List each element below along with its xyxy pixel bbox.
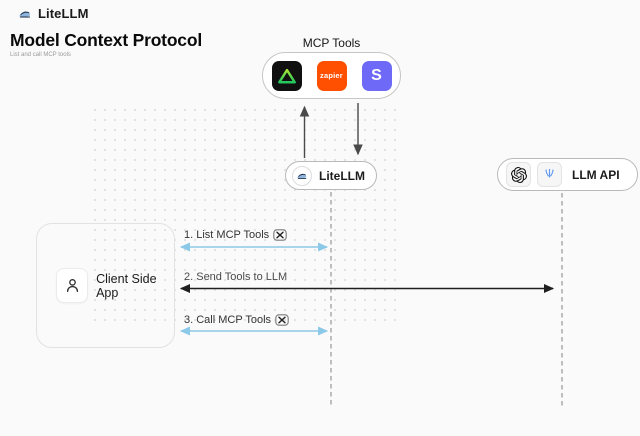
client-side-app-node: Client Side App	[36, 223, 175, 348]
client-side-app-label: Client Side App	[96, 271, 157, 300]
hammer-wrench-badge-icon	[273, 229, 287, 241]
green-triangle-tool-icon	[271, 60, 302, 91]
openai-icon	[506, 162, 531, 187]
seq-step-2-text: 2. Send Tools to LLM	[184, 271, 288, 283]
mcp-tools-container: zapier S	[262, 52, 401, 99]
page-title: Model Context Protocol	[10, 30, 202, 50]
brand: LiteLLM	[18, 6, 89, 21]
seq-step-1: 1. List MCP Tools	[184, 229, 287, 241]
person-icon	[56, 268, 89, 303]
hammer-wrench-badge-icon	[275, 314, 289, 326]
brand-name: LiteLLM	[38, 6, 89, 21]
llm-api-node-label: LLM API	[572, 167, 620, 182]
zapier-wordmark: zapier	[320, 71, 343, 80]
litellm-logo-icon	[19, 11, 30, 18]
page-subtitle: List and call MCP tools	[10, 52, 71, 58]
seq-step-1-text: 1. List MCP Tools	[184, 229, 270, 241]
mcp-tools-label: MCP Tools	[302, 36, 361, 50]
stripe-icon: S	[361, 60, 392, 91]
stripe-s-letter: S	[371, 66, 382, 84]
litellm-node: LiteLLM	[285, 161, 377, 190]
blue-llm-provider-icon	[537, 162, 562, 187]
seq-step-3: 3. Call MCP Tools	[184, 314, 289, 326]
litellm-logo-icon	[292, 165, 312, 186]
seq-step-2: 2. Send Tools to LLM	[184, 271, 287, 283]
llm-api-node: LLM API	[497, 158, 638, 191]
zapier-icon: zapier	[316, 60, 347, 91]
seq-step-3-text: 3. Call MCP Tools	[184, 314, 272, 326]
litellm-node-label: LiteLLM	[319, 168, 365, 183]
